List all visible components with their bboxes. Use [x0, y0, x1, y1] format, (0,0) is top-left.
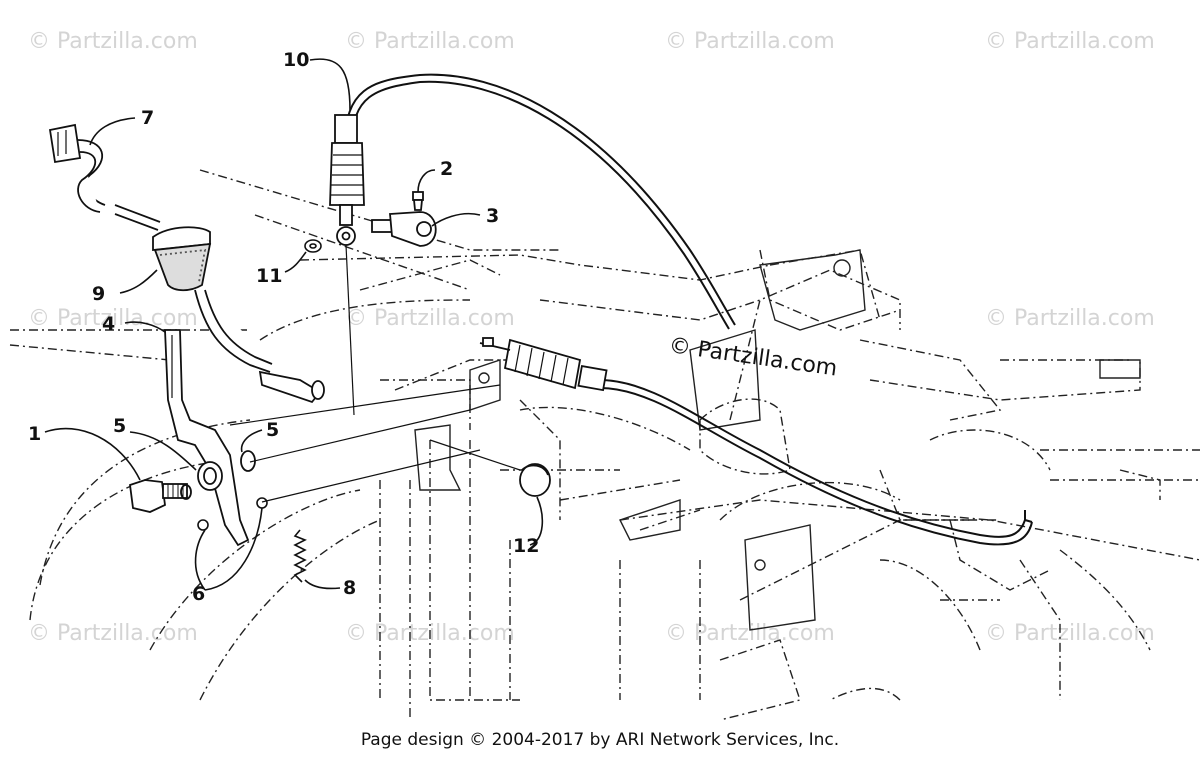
pivot-bolt-large	[129, 479, 188, 513]
washer	[304, 239, 322, 253]
callout-8: 7	[141, 107, 154, 129]
watermark: © Partzilla.com	[28, 621, 198, 646]
callout-5b: 5	[266, 419, 279, 441]
callout-9: 12	[513, 535, 539, 557]
callout-6: 6	[192, 583, 205, 605]
callout-labels: 10 7 2 3 11 9 4 1 5 5 6 8 12	[28, 49, 539, 605]
cable-boot-lower	[479, 337, 608, 392]
shift-knob	[152, 226, 212, 292]
watermark: © Partzilla.com	[985, 306, 1155, 331]
alignment-lines	[229, 244, 521, 503]
callout-12: 10	[283, 49, 309, 71]
frame-brackets	[414, 249, 1141, 631]
shift-cable	[344, 73, 1033, 546]
watermark-group: © Partzilla.com © Partzilla.com © Partzi…	[28, 29, 1155, 646]
callout-4: 4	[102, 313, 115, 335]
pivot-bushing	[197, 461, 223, 491]
clips	[197, 497, 268, 531]
wiring-harness	[48, 123, 161, 231]
pivot-bracket	[371, 211, 437, 247]
callout-2: 2	[440, 158, 453, 180]
footer-copyright: Page design © 2004-2017 by ARI Network S…	[360, 730, 840, 750]
cable-boot-upper	[329, 114, 365, 246]
pivot-bolt	[412, 191, 424, 211]
watermark: © Partzilla.com	[985, 29, 1155, 54]
shift-lever	[164, 289, 325, 547]
watermark: © Partzilla.com	[345, 306, 515, 331]
return-spring	[293, 529, 307, 583]
callout-3: 3	[486, 205, 499, 227]
callout-11: 11	[256, 265, 282, 287]
callout-10: 9	[92, 283, 105, 305]
watermark: © Partzilla.com	[345, 29, 515, 54]
callout-1: 1	[28, 423, 41, 445]
leader-lines	[44, 58, 544, 591]
watermark: © Partzilla.com	[28, 29, 198, 54]
callout-5a: 5	[113, 415, 126, 437]
watermark: © Partzilla.com	[985, 621, 1155, 646]
atv-frame	[9, 169, 1200, 721]
frame-plug	[519, 463, 551, 497]
watermark: © Partzilla.com	[665, 29, 835, 54]
watermark: © Partzilla.com	[28, 306, 198, 331]
callout-7: 8	[343, 577, 356, 599]
